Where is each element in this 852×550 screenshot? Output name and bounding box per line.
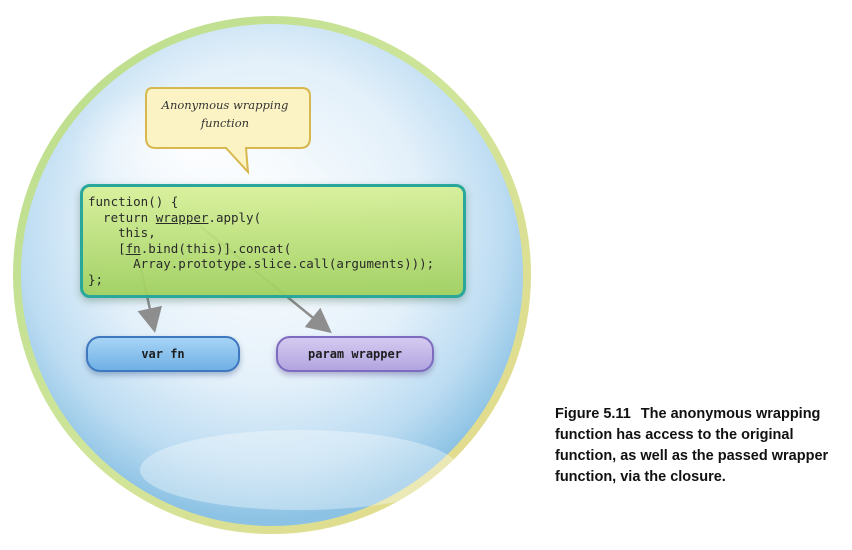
- code-line-2-post: .apply(: [208, 209, 262, 225]
- code-line-1: function() {: [88, 194, 179, 209]
- wrapper-identifier: wrapper: [155, 209, 209, 225]
- bubble-label-line-2: function: [200, 116, 250, 130]
- var-fn-label: var fn: [141, 347, 185, 361]
- figure-caption-text: The anonymous wrapping function has acce…: [555, 406, 829, 485]
- bubble-label: Anonymous wrapping function: [150, 96, 300, 132]
- sphere-highlight-lower: [140, 430, 460, 510]
- code-line-2-pre: return: [88, 209, 156, 225]
- bubble-label-line-1: Anonymous wrapping: [161, 98, 289, 112]
- code-line-4-pre: [: [88, 240, 126, 256]
- code-line-3: this,: [88, 225, 156, 240]
- code-line-4-post: .bind(this)].concat(: [140, 240, 292, 256]
- wrapping-function-box: [80, 184, 466, 298]
- wrapping-function-code: function() { return wrapper.apply( this,…: [88, 194, 434, 287]
- param-wrapper-box: param wrapper: [276, 336, 434, 372]
- figure-number: Figure 5.11: [555, 406, 631, 422]
- var-fn-box: var fn: [86, 336, 240, 372]
- code-line-6: };: [88, 271, 104, 287]
- speech-bubble: [145, 87, 311, 175]
- fn-identifier: fn: [125, 240, 141, 256]
- param-wrapper-label: param wrapper: [308, 347, 402, 361]
- code-line-5: Array.prototype.slice.call(arguments)));: [88, 256, 435, 271]
